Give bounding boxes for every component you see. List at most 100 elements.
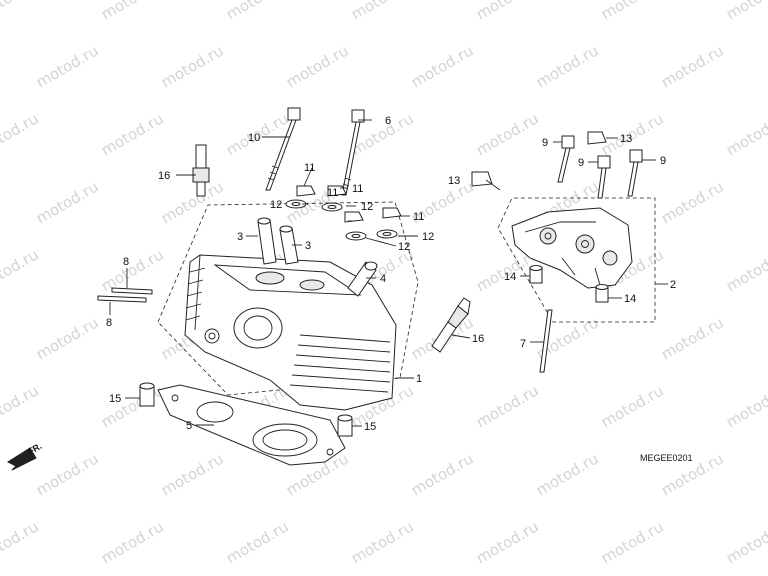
diagram-code: MEGEE0201 xyxy=(640,453,693,463)
nut xyxy=(296,185,316,197)
watermark-text: motod.ru xyxy=(98,381,167,431)
watermark-text: motod.ru xyxy=(223,517,292,567)
cylinder-head-group-outline xyxy=(157,201,419,396)
watermark-text: motod.ru xyxy=(473,0,542,23)
bolt-9 xyxy=(597,155,611,199)
callout: 1 xyxy=(416,373,422,385)
stud-8 xyxy=(111,287,153,295)
watermark-text: motod.ru xyxy=(0,109,42,159)
callout: 4 xyxy=(380,273,386,285)
watermark-text: motod.ru xyxy=(98,0,167,23)
callout: 14 xyxy=(624,293,636,305)
watermark-text: motod.ru xyxy=(0,0,42,23)
watermark-text: motod.ru xyxy=(0,245,42,295)
watermark-text: motod.ru xyxy=(33,313,102,363)
watermark-text: motod.ru xyxy=(473,109,542,159)
watermark-text: motod.ru xyxy=(33,41,102,91)
callout: 14 xyxy=(504,271,516,283)
nut xyxy=(587,131,607,145)
watermark-text: motod.ru xyxy=(723,517,768,567)
watermark-text: motod.ru xyxy=(33,177,102,227)
washer xyxy=(321,202,343,212)
watermark-text: motod.ru xyxy=(348,517,417,567)
watermark-text: motod.ru xyxy=(0,517,42,567)
head-gasket xyxy=(157,384,346,466)
watermark-text: motod.ru xyxy=(723,381,768,431)
watermark-text: motod.ru xyxy=(658,177,727,227)
callout: 15 xyxy=(364,421,376,433)
washer xyxy=(345,231,367,241)
watermark-text: motod.ru xyxy=(408,449,477,499)
callout: 12 xyxy=(270,199,282,211)
callout: 3 xyxy=(237,231,243,243)
nut xyxy=(344,211,364,223)
watermark-text: motod.ru xyxy=(723,0,768,23)
watermark-text: motod.ru xyxy=(98,517,167,567)
front-indicator-label: FR. xyxy=(26,441,44,457)
callout: 12 xyxy=(361,201,373,213)
cylinder-head xyxy=(184,254,397,411)
dowel-pin xyxy=(337,414,353,437)
nut xyxy=(382,207,402,219)
callout: 13 xyxy=(620,133,632,145)
callout: 9 xyxy=(542,137,548,149)
bolt-9 xyxy=(557,135,575,183)
callout: 5 xyxy=(186,420,192,432)
watermark-text: motod.ru xyxy=(408,41,477,91)
watermark-text: motod.ru xyxy=(33,449,102,499)
callout: 11 xyxy=(304,162,315,174)
watermark-text: motod.ru xyxy=(473,381,542,431)
callout: 3 xyxy=(305,240,311,252)
callout: 11 xyxy=(352,183,363,195)
watermark-text: motod.ru xyxy=(98,245,167,295)
callout: 9 xyxy=(578,157,584,169)
watermark-text: motod.ru xyxy=(473,517,542,567)
watermark-text: motod.ru xyxy=(723,109,768,159)
watermark-text: motod.ru xyxy=(158,41,227,91)
leader-lines xyxy=(109,119,668,427)
callout: 11 xyxy=(413,211,424,223)
stud-8 xyxy=(97,295,147,303)
watermark-text: motod.ru xyxy=(598,517,667,567)
callout: 12 xyxy=(422,231,434,243)
callout: 8 xyxy=(106,317,112,329)
nut xyxy=(327,185,347,197)
callout: 6 xyxy=(385,115,391,127)
washer xyxy=(376,229,398,239)
watermark-text: motod.ru xyxy=(658,313,727,363)
spark-plug xyxy=(431,297,471,353)
callout: 2 xyxy=(670,279,676,291)
watermark-text: motod.ru xyxy=(283,41,352,91)
watermark-text: motod.ru xyxy=(658,41,727,91)
callout: 9 xyxy=(660,155,666,167)
callout: 16 xyxy=(158,170,170,182)
callout: 10 xyxy=(248,132,260,144)
dowel-pin xyxy=(595,284,609,303)
bolt-10 xyxy=(265,107,301,191)
bolt-6 xyxy=(341,109,365,196)
callout: 8 xyxy=(123,256,129,268)
watermark-text: motod.ru xyxy=(158,177,227,227)
watermark-text: motod.ru xyxy=(598,0,667,23)
front-direction-arrow-icon xyxy=(6,447,37,471)
rocker-group-outline xyxy=(497,197,656,323)
stud-7 xyxy=(539,309,553,373)
dowel-pin xyxy=(139,382,155,407)
callout-labels: 1 2 3 3 4 5 6 7 8 8 9 9 9 10 11 11 11 11… xyxy=(106,115,676,433)
callout: 7 xyxy=(520,338,526,350)
bolt-9 xyxy=(627,149,643,197)
nut xyxy=(471,171,493,187)
callout: 12 xyxy=(398,241,410,253)
watermark-text: motod.ru xyxy=(533,449,602,499)
collar xyxy=(347,261,378,297)
callout: 13 xyxy=(448,175,460,187)
watermark-text: motod.ru xyxy=(348,0,417,23)
watermark-text: motod.ru xyxy=(598,381,667,431)
callout: 15 xyxy=(109,393,121,405)
callout: 16 xyxy=(472,333,484,345)
watermark-text: motod.ru xyxy=(98,109,167,159)
valve-guide xyxy=(279,225,299,265)
watermark-text: motod.ru xyxy=(0,381,42,431)
